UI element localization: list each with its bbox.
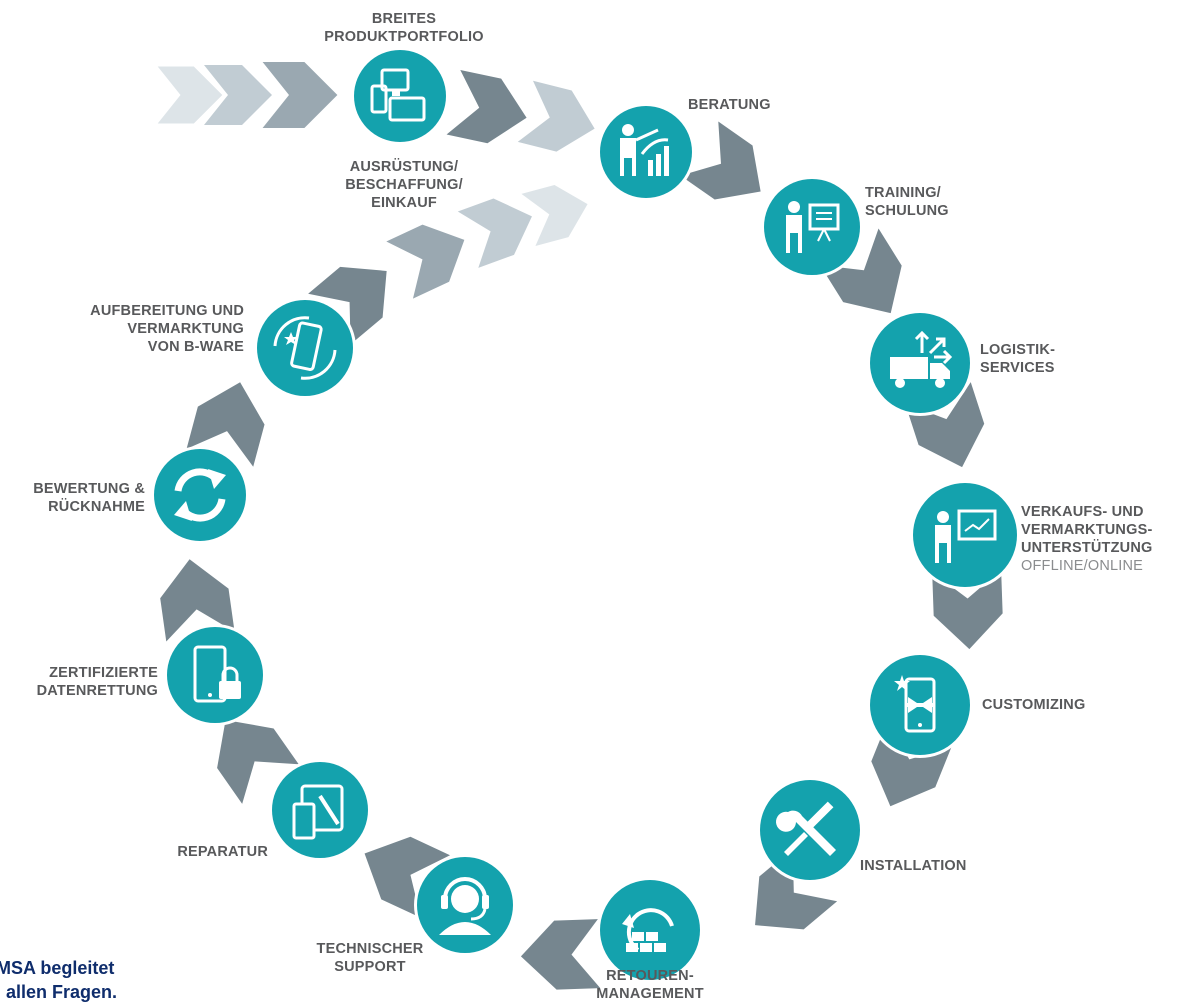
delivery-truck-icon <box>890 330 953 388</box>
label-line: TRAINING/ <box>865 185 941 201</box>
label-line: AUSRÜSTUNG/ <box>349 159 459 175</box>
label-line: BESCHAFFUNG/ <box>345 177 463 193</box>
step-verkauf <box>910 480 1020 590</box>
label-sub: OFFLINE/ONLINE <box>1021 558 1144 574</box>
label-line: REPARATUR <box>177 844 268 860</box>
flow-arrow <box>520 919 601 990</box>
label-installation: INSTALLATION <box>860 857 967 875</box>
label-line: AUFBEREITUNG UND <box>90 303 244 319</box>
flow-arrow <box>262 62 338 128</box>
label-portfolio-top: BREITES PRODUKTPORTFOLIO <box>304 10 504 46</box>
flow-arrow <box>446 69 527 144</box>
step-logistik <box>867 310 973 416</box>
tablet-repair-icon <box>292 784 344 840</box>
flow-arrow <box>517 80 595 152</box>
flow-arrow <box>386 224 465 299</box>
step-support <box>414 854 516 956</box>
step-reparatur <box>269 759 371 861</box>
step-customizing <box>867 652 973 758</box>
step-circle <box>764 179 860 275</box>
label-line: EINKAUF <box>371 195 437 211</box>
label-reparatur: REPARATUR <box>120 843 268 861</box>
label-line: RETOUREN- <box>606 968 694 984</box>
label-line: VERMARKTUNG <box>127 321 244 337</box>
flow-arrow <box>204 65 272 125</box>
label-line: UNTERSTÜTZUNG <box>1021 540 1153 556</box>
label-logistik: LOGISTIK- SERVICES <box>980 341 1055 377</box>
sales-presentation-icon <box>935 509 997 563</box>
label-line: VON B-WARE <box>147 339 244 355</box>
step-beratung <box>597 103 695 201</box>
step-circle <box>913 483 1017 587</box>
label-line: VERKAUFS- UND <box>1021 504 1144 520</box>
label-line: RÜCKNAHME <box>48 499 145 515</box>
step-retouren <box>597 877 703 983</box>
step-bewertung <box>151 446 249 544</box>
step-circle <box>272 762 368 858</box>
label-line: BEWERTUNG & <box>33 481 145 497</box>
devices-icon <box>370 68 426 122</box>
step-datenrettung <box>164 624 266 726</box>
step-installation <box>757 777 863 883</box>
flow-arrow <box>820 228 902 314</box>
step-circle <box>600 880 700 980</box>
refresh-icon <box>174 468 226 522</box>
label-line: BERATUNG <box>688 97 771 113</box>
label-line: SCHULUNG <box>865 203 949 219</box>
flow-arrow <box>457 198 532 268</box>
flow-arrow <box>308 266 387 345</box>
label-retouren: RETOUREN- MANAGEMENT <box>560 967 740 1003</box>
tagline-line: i allen Fragen. <box>0 982 118 1002</box>
wrench-screwdriver-icon <box>776 801 836 856</box>
label-line: INSTALLATION <box>860 858 967 874</box>
label-aufbereitung: AUFBEREITUNG UND VERMARKTUNG VON B-WARE <box>40 302 244 356</box>
step-circle <box>154 449 246 541</box>
tagline-text: MSA begleitet i allen Fragen. <box>0 956 117 1004</box>
label-bewertung: BEWERTUNG & RÜCKNAHME <box>0 480 145 516</box>
flow-arrow <box>186 382 265 467</box>
label-support: TECHNISCHER SUPPORT <box>290 940 450 976</box>
label-customizing: CUSTOMIZING <box>982 696 1085 714</box>
label-line: CUSTOMIZING <box>982 697 1086 713</box>
label-line: TECHNISCHER <box>316 941 424 957</box>
label-beratung: BERATUNG <box>688 96 771 114</box>
step-portfolio <box>351 47 449 145</box>
presentation-board-icon <box>786 201 840 253</box>
flow-arrow <box>160 559 235 642</box>
consulting-chart-icon <box>620 124 669 176</box>
label-line: PRODUKTPORTFOLIO <box>324 29 484 45</box>
step-circle <box>257 300 353 396</box>
label-verkauf: VERKAUFS- UND VERMARKTUNGS- UNTERSTÜTZUN… <box>1021 503 1153 575</box>
step-training <box>761 176 863 278</box>
label-training: TRAINING/ SCHULUNG <box>865 184 949 220</box>
label-line: SUPPORT <box>334 959 406 975</box>
label-line: VERMARKTUNGS- <box>1021 522 1153 538</box>
label-line: MANAGEMENT <box>596 986 704 1002</box>
step-circles <box>151 47 1020 983</box>
label-line: LOGISTIK- <box>980 342 1056 358</box>
flow-arrow <box>680 121 761 200</box>
step-circle <box>600 106 692 198</box>
return-boxes-icon <box>622 908 674 952</box>
flow-arrow <box>157 66 223 124</box>
label-line: ZERTIFIZIERTE <box>49 665 158 681</box>
gift-phone-icon <box>894 675 936 733</box>
label-line: SERVICES <box>980 360 1055 376</box>
phone-lock-icon <box>193 645 241 703</box>
phone-refurbish-icon <box>273 316 337 380</box>
headset-agent-icon <box>439 877 491 935</box>
label-line: BREITES <box>371 11 437 27</box>
label-line: DATENRETTUNG <box>36 683 158 699</box>
flow-arrow <box>521 184 588 246</box>
tagline-line: MSA begleitet <box>0 958 115 978</box>
flow-arrow <box>217 719 299 804</box>
label-portfolio-bottom: AUSRÜSTUNG/ BESCHAFFUNG/ EINKAUF <box>304 158 504 212</box>
step-circle <box>167 627 263 723</box>
label-datenrettung: ZERTIFIZIERTE DATENRETTUNG <box>0 664 158 700</box>
flow-arrow <box>364 836 451 918</box>
flow-arrow <box>905 382 985 468</box>
flow-arrow <box>932 569 1003 650</box>
step-aufbereitung <box>254 297 356 399</box>
